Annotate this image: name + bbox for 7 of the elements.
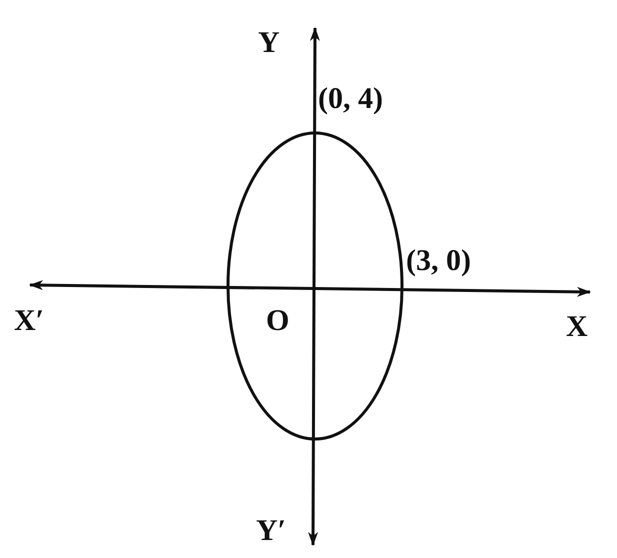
axis-label: Y [258,28,280,58]
origin-label: O [266,306,290,336]
axis-label: X′ [14,306,44,336]
axis-label: X [566,312,588,342]
point-label: (3, 0) [406,246,471,276]
axis-label: Y′ [256,516,286,546]
point-label: (0, 4) [318,84,383,114]
